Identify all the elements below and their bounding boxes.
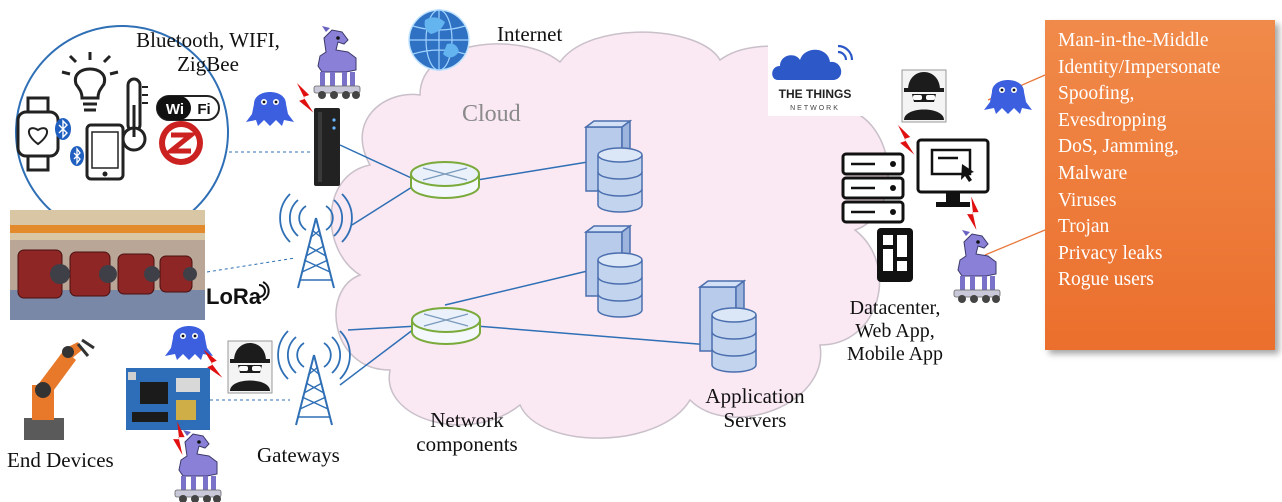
bug-icon [246, 92, 294, 126]
smartphone-icon [85, 123, 125, 181]
home-devices-group: Wi Fi [15, 25, 229, 239]
globe-icon [408, 9, 470, 71]
threat-item: Spoofing, [1058, 83, 1135, 105]
datacenter-label: Datacenter, Web App, Mobile App [825, 297, 965, 366]
circuit-board-icon [126, 368, 210, 430]
monitor-icon [916, 138, 990, 207]
threat-item: Malware [1058, 162, 1128, 184]
network-switch-icon [410, 161, 480, 199]
wifi-label-left: Wi [166, 101, 184, 118]
antenna-icon [277, 330, 351, 426]
connectivity-label-line1: Bluetooth, WIFI, [136, 28, 280, 52]
bulb-icon [61, 52, 119, 112]
bluetooth-icon [70, 146, 84, 166]
lora-logo: LoRa [206, 281, 270, 309]
threat-list-box: Man-in-the-Middle Identity/Impersonate S… [1045, 20, 1275, 350]
lightning-icon [896, 123, 915, 157]
threat-item: Trojan [1058, 216, 1110, 238]
robot-arm-icon [24, 338, 95, 440]
gateways-label: Gateways [257, 443, 340, 467]
hacker-icon [227, 340, 273, 394]
ttn-label-line1: THE THINGS [779, 87, 852, 101]
wifi-icon: Wi Fi [156, 95, 220, 121]
application-servers-line1: Application [705, 384, 805, 408]
threat-list: Man-in-the-Middle Identity/Impersonate S… [1045, 20, 1275, 294]
ttn-cloud-icon [772, 49, 842, 80]
application-servers-label: Application Servers [680, 384, 830, 432]
network-links [339, 144, 711, 386]
internet-label: Internet [497, 22, 563, 46]
zigbee-icon [159, 121, 203, 165]
threat-item: Man-in-the-Middle [1058, 30, 1209, 51]
threat-item: Privacy leaks [1058, 242, 1163, 264]
bluetooth-icon [55, 118, 71, 140]
lightning-icon [295, 81, 314, 115]
threat-item: Rogue users [1058, 269, 1154, 291]
hacker-icon [901, 69, 947, 123]
trojan-horse-icon [174, 429, 222, 502]
dashed-links [205, 151, 310, 401]
datacenter-line3: Mobile App [846, 343, 944, 365]
tablet-icon [877, 228, 913, 282]
trojan-horse-icon [313, 25, 361, 100]
bug-icon [165, 326, 213, 360]
ttn-label-line2: NETWORK [790, 105, 840, 112]
network-switch-icon [411, 307, 481, 345]
lightning-icon [964, 196, 983, 231]
threat-item: DoS, Jamming, [1058, 136, 1179, 158]
network-components-line1: Network [430, 408, 504, 432]
wifi-label-right: Fi [197, 101, 210, 118]
network-components-line2: components [416, 432, 518, 456]
application-servers-line2: Servers [723, 408, 787, 432]
bug-icon [984, 80, 1032, 114]
smartwatch-icon [16, 96, 60, 172]
server-rack-icon [841, 152, 905, 224]
cloud-label: Cloud [462, 101, 521, 127]
router-icon [314, 108, 340, 186]
ttn-logo: THE THINGS NETWORK [768, 40, 862, 116]
datacenter-line1: Datacenter, [849, 297, 941, 319]
datacenter-line2: Web App, [855, 320, 935, 342]
lora-label: LoRa [206, 284, 262, 309]
connectivity-label: Bluetooth, WIFI, ZigBee [128, 28, 288, 76]
end-devices-label: End Devices [7, 448, 114, 472]
trojan-horse-icon [953, 229, 1001, 304]
threat-item: Viruses [1058, 189, 1117, 211]
network-components-label: Network components [392, 408, 542, 456]
connectivity-label-line2: ZigBee [177, 52, 239, 76]
threat-item: Evesdropping [1058, 109, 1167, 131]
industrial-motors-image [10, 210, 205, 320]
threat-item: Identity/Impersonate [1058, 56, 1221, 78]
